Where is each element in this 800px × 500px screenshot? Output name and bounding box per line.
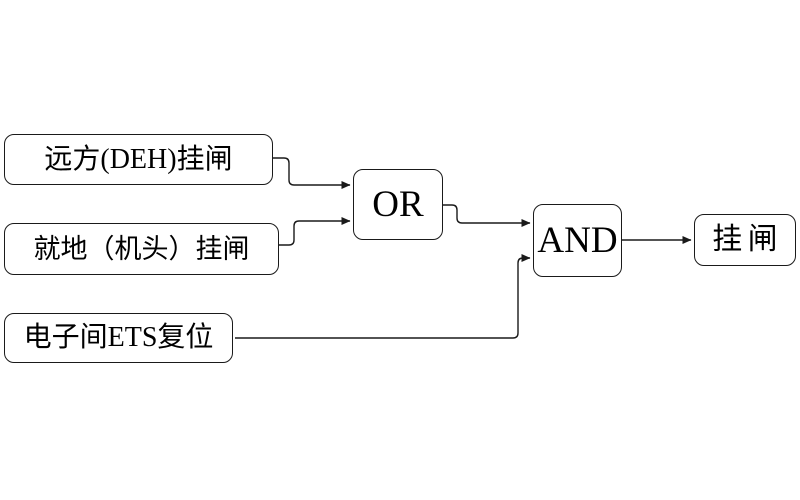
node-remote-deh-latch-label: 远方(DEH)挂闸 <box>44 143 233 175</box>
gate-or-label: OR <box>372 184 424 225</box>
connector-remote-to-or <box>273 157 351 189</box>
connector-ets-to-and <box>235 254 531 339</box>
node-local-head-latch-label: 就地（机头）挂闸 <box>33 233 250 264</box>
gate-or: OR <box>353 169 443 240</box>
node-ets-reset-label: 电子间ETS复位 <box>23 322 214 353</box>
node-ets-reset: 电子间ETS复位 <box>4 313 233 363</box>
connector-or-to-and <box>443 204 531 227</box>
gate-and-label: AND <box>537 220 618 261</box>
gate-and: AND <box>533 204 622 277</box>
connector-local-to-or <box>279 217 351 246</box>
node-output-latch: 挂闸 <box>694 214 796 266</box>
node-remote-deh-latch: 远方(DEH)挂闸 <box>4 134 273 185</box>
node-local-head-latch: 就地（机头）挂闸 <box>4 223 279 275</box>
node-output-latch-label: 挂闸 <box>712 223 784 256</box>
